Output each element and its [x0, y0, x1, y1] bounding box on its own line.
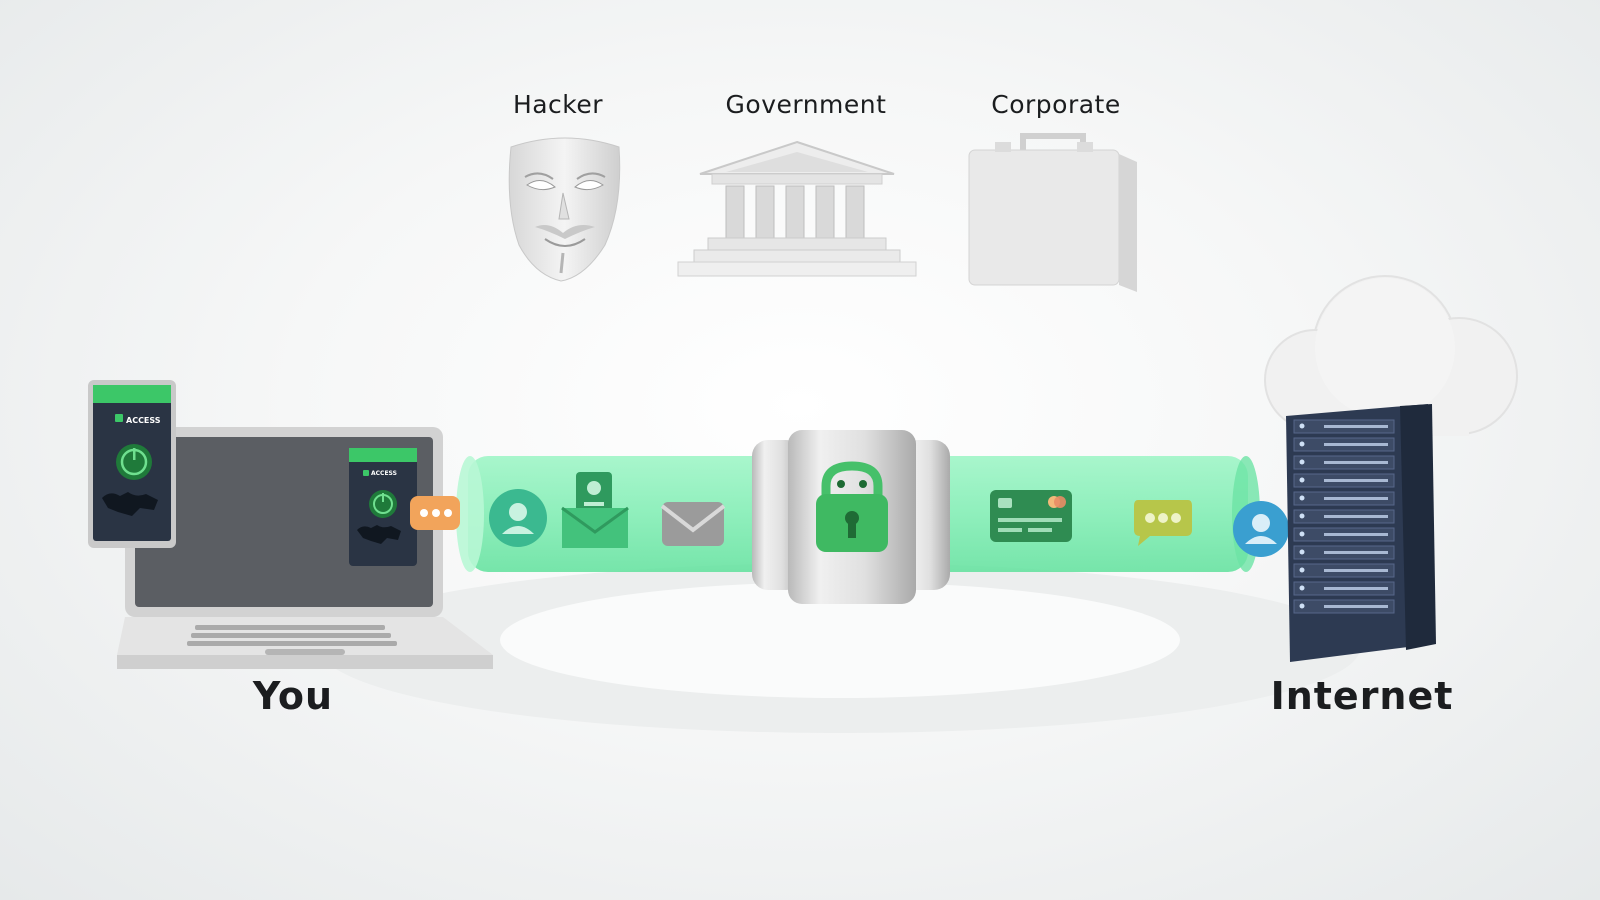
credit-card-icon: [990, 490, 1072, 542]
user-icon: [489, 489, 547, 547]
briefcase-icon: [968, 133, 1137, 292]
you-label: You: [252, 674, 334, 718]
corporate-label: Corporate: [991, 90, 1121, 119]
government-label: Government: [725, 90, 887, 119]
access-badge: ACCESS: [371, 470, 397, 477]
phone-vpn-app: ACCESS: [88, 380, 176, 548]
encryption-lock: [752, 430, 950, 604]
laptop-vpn-app: ACCESS: [349, 448, 417, 566]
mail-icon: [660, 502, 726, 546]
access-badge: ACCESS: [126, 416, 161, 425]
government-building-icon: [677, 140, 917, 277]
server-rack-icon: [1286, 404, 1436, 662]
internet-label: Internet: [1270, 674, 1454, 718]
message-bubble-icon: [410, 496, 460, 530]
chat-icon: [1134, 500, 1192, 546]
hacker-label: Hacker: [512, 90, 604, 119]
user-icon: [1233, 501, 1289, 557]
contact-card-icon: [561, 472, 629, 548]
lock-icon: [816, 461, 888, 552]
mask-icon: [508, 137, 621, 282]
